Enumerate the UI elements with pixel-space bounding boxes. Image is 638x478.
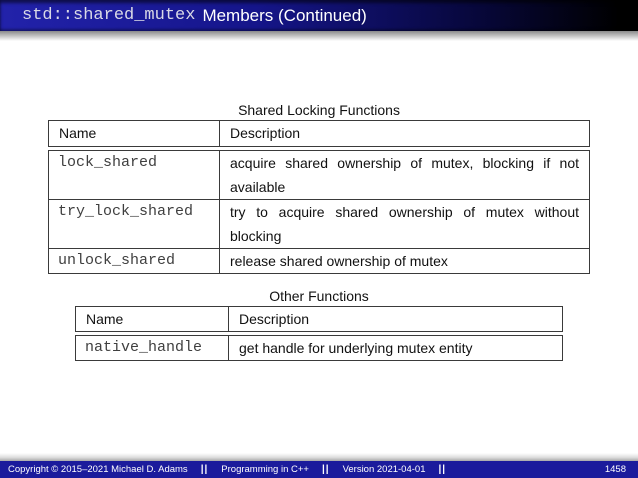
table-row: unlock_shared release shared ownership o… xyxy=(49,248,589,273)
table-caption-shared-locking: Shared Locking Functions xyxy=(238,102,400,118)
column-header-description: Description xyxy=(228,307,562,332)
column-header-name: Name xyxy=(86,311,124,327)
footer-course: Programming in C++ xyxy=(221,464,309,475)
slide-title-bar: std::shared_mutex Members (Continued) xyxy=(0,0,638,31)
table-body: native_handle get handle for underlying … xyxy=(75,335,563,361)
table-body: lock_shared acquire shared ownership of … xyxy=(48,150,590,274)
cell-function-name: native_handle xyxy=(85,339,203,356)
table-row: lock_shared acquire shared ownership of … xyxy=(49,151,589,199)
footer-copyright: Copyright © 2015–2021 Michael D. Adams xyxy=(8,464,188,475)
footer-version: Version 2021-04-01 xyxy=(342,464,426,475)
footer-separator: || xyxy=(321,464,330,475)
footer-bar: Copyright © 2015–2021 Michael D. Adams |… xyxy=(0,461,638,478)
table-header-row: Name Description xyxy=(75,306,563,332)
slide-title-text: Members (Continued) xyxy=(202,5,367,25)
table-row: native_handle get handle for underlying … xyxy=(76,336,562,360)
cell-function-description: get handle for underlying mutex entity xyxy=(228,336,562,360)
cell-function-description: try to acquire shared ownership of mutex… xyxy=(219,200,589,248)
cell-function-description: release shared ownership of mutex xyxy=(219,249,589,273)
cell-function-description: acquire shared ownership of mutex, block… xyxy=(219,151,589,199)
slide-title-code: std::shared_mutex xyxy=(22,6,196,25)
column-header-description: Description xyxy=(219,121,589,146)
table-header-row: Name Description xyxy=(48,120,590,147)
footer-shadow xyxy=(0,453,638,461)
cell-function-name: try_lock_shared xyxy=(58,203,194,220)
page-number: 1458 xyxy=(604,464,626,475)
title-bar-shadow xyxy=(0,31,638,41)
column-header-name: Name xyxy=(59,125,97,141)
footer-separator: || xyxy=(200,464,209,475)
table-row: try_lock_shared try to acquire shared ow… xyxy=(49,199,589,248)
table-caption-other-functions: Other Functions xyxy=(269,288,369,304)
cell-function-name: lock_shared xyxy=(58,154,158,171)
footer-separator: || xyxy=(438,464,447,475)
cell-function-name: unlock_shared xyxy=(58,252,176,269)
